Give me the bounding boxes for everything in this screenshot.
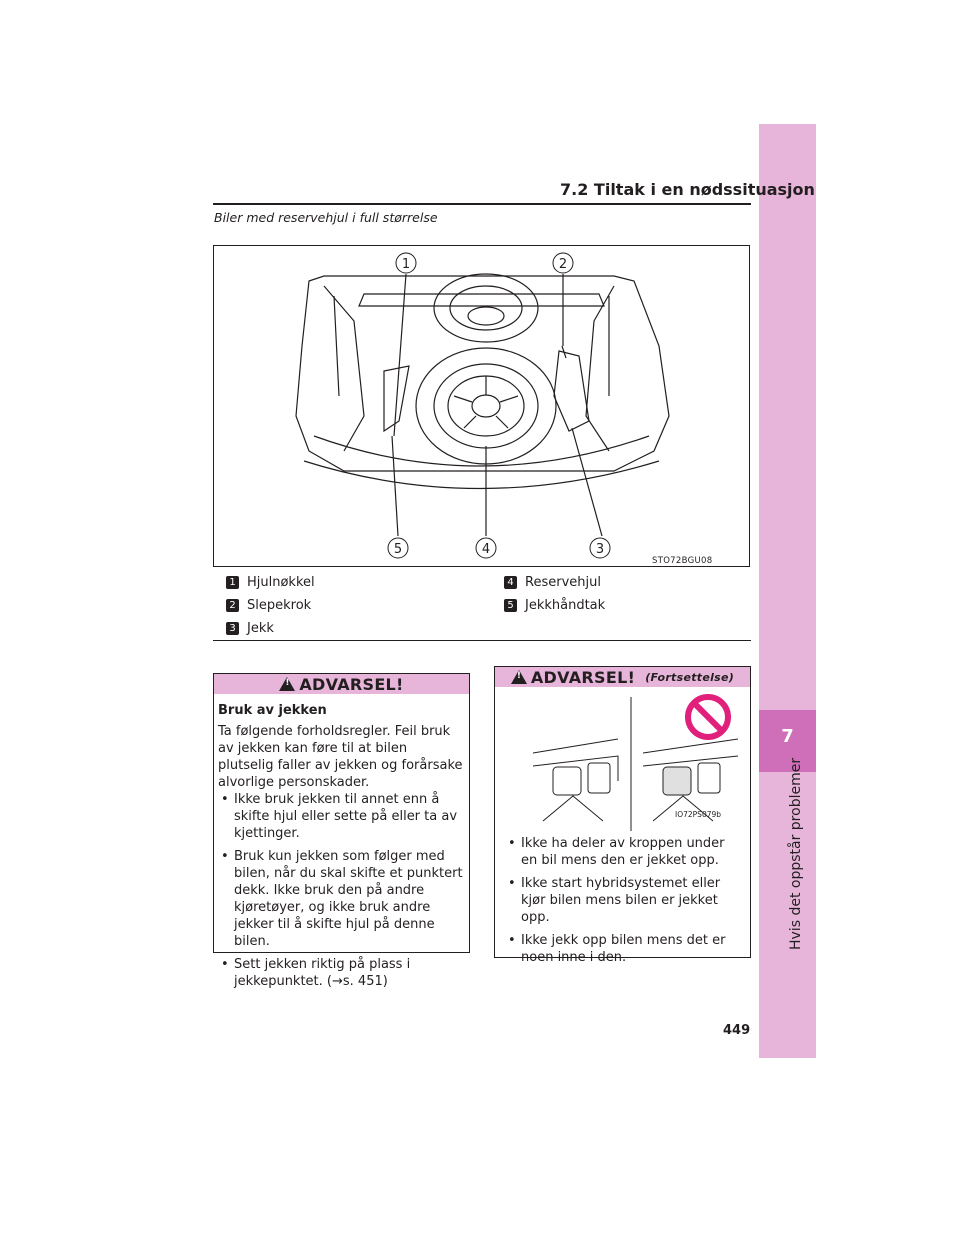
warning-bullet: Ikke jekk opp bilen mens det er noen inn… (505, 932, 744, 966)
warning-bullet-text: Ikke jekk opp bilen mens det er noen inn… (521, 933, 726, 965)
warning-bullet-text: Sett jekken riktig på plass i jekkepunkt… (234, 957, 411, 989)
callout-5: 5 (394, 542, 402, 557)
warning-title: ADVARSEL! (299, 674, 404, 694)
warning-box-right: ADVARSEL! (Fortsettelse) IO72PS079b Ikk (494, 666, 751, 965)
chapter-number-box (759, 710, 816, 772)
chapter-number: 7 (781, 726, 794, 747)
prohibited-icon (685, 694, 731, 740)
callout-3: 3 (596, 542, 604, 557)
warning-bullet-text: Ikke ha deler av kroppen under en bil me… (521, 836, 725, 868)
warning-triangle-icon (279, 677, 296, 691)
legend-label: Hjulnøkkel (247, 575, 315, 590)
warning-triangle-icon (510, 670, 527, 684)
legend-item: 1 Hjulnøkkel (226, 575, 315, 590)
chapter-title: Hvis det oppstår problemer (788, 757, 804, 950)
warning-bullet-text: Bruk kun jekken som følger med bilen, nå… (234, 849, 463, 949)
figure-caption: Biler med reservehjul i full størrelse (214, 210, 438, 225)
warning-bullet-text: Ikke start hybridsystemet eller kjør bil… (521, 876, 721, 925)
warning-subtitle: (Fortsettelse) (645, 670, 735, 684)
legend-number: 3 (226, 622, 239, 635)
warning-bullet: Ikke ha deler av kroppen under en bil me… (505, 835, 744, 869)
legend-label: Reservehjul (525, 575, 601, 590)
legend-label: Jekk (247, 621, 274, 636)
legend-item: 3 Jekk (226, 621, 274, 636)
warning-bullet: Ikke bruk jekken til annet enn å skifte … (218, 791, 463, 842)
page-number: 449 (723, 1023, 751, 1038)
warning-header: ADVARSEL! (214, 674, 469, 694)
legend-item: 4 Reservehjul (504, 575, 601, 590)
legend-item: 5 Jekkhåndtak (504, 598, 605, 613)
trunk-illustration: 1 2 3 4 5 (295, 252, 670, 559)
warning-bullet-text: Ikke bruk jekken til annet enn å skifte … (234, 792, 458, 841)
callout-1: 1 (402, 257, 410, 272)
spare-wheel-figure: 1 2 3 4 5 (213, 245, 750, 567)
figure-code: IO72PS079b (675, 810, 721, 819)
legend-number: 1 (226, 576, 239, 589)
warning-bullet: Bruk kun jekken som følger med bilen, nå… (218, 848, 463, 950)
warning-box-left: ADVARSEL! Bruk av jekken Ta følgende for… (213, 673, 470, 989)
warning-intro: Ta følgende forholdsregler. Feil bruk av… (218, 724, 463, 790)
legend-number: 4 (504, 576, 517, 589)
warning-title: ADVARSEL! (530, 667, 636, 687)
callout-4: 4 (482, 542, 490, 557)
legend-item: 2 Slepekrok (226, 598, 311, 613)
section-header: 7.2 Tiltak i en nødssituasjon (560, 180, 815, 199)
warning-heading: Bruk av jekken (218, 703, 327, 718)
figure-code: STO72BGU08 (652, 556, 713, 566)
legend-rule (213, 640, 751, 641)
warning-bullet: Ikke start hybridsystemet eller kjør bil… (505, 875, 744, 926)
header-rule (213, 203, 751, 205)
legend-label: Jekkhåndtak (525, 598, 606, 613)
callout-2: 2 (559, 257, 567, 272)
chapter-side-tab (759, 124, 816, 1058)
warning-header: ADVARSEL! (Fortsettelse) (495, 667, 750, 687)
jack-warning-figure: IO72PS079b (503, 691, 742, 831)
warning-bullet: Sett jekken riktig på plass i jekkepunkt… (218, 956, 463, 990)
jack-illustration: IO72PS079b (532, 694, 739, 831)
legend-number: 2 (226, 599, 239, 612)
legend-number: 5 (504, 599, 517, 612)
legend-label: Slepekrok (247, 598, 312, 613)
